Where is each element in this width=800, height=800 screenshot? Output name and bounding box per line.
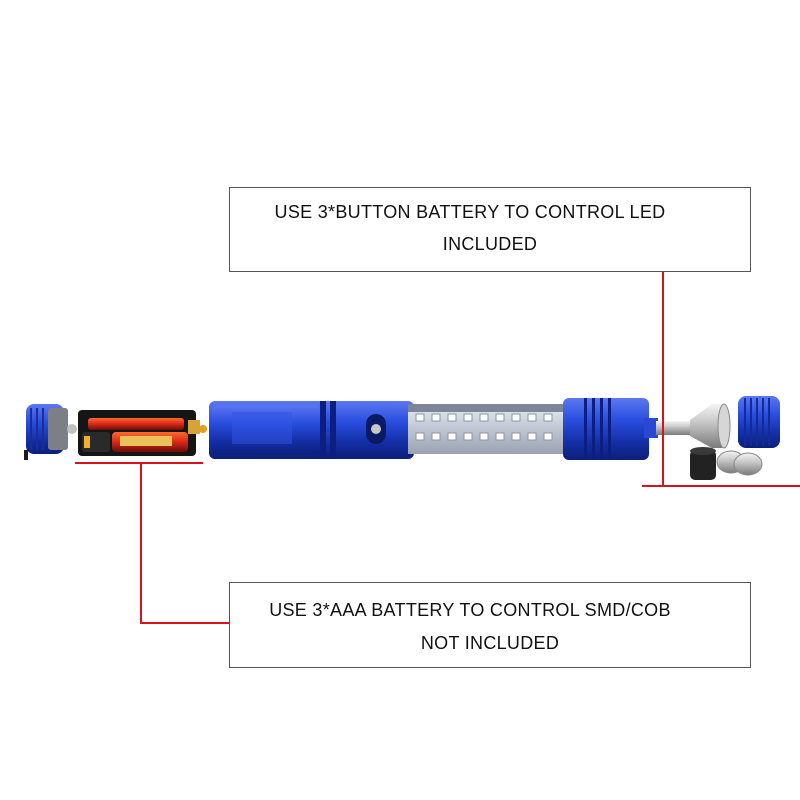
bottom-callout-connector-vertical [140,463,142,624]
button-battery-callout-note: INCLUDED [442,234,538,254]
top-callout-connector-horizontal [642,485,800,487]
button-batteries [690,447,763,480]
led-tube [408,404,568,454]
battery-holder [78,410,207,456]
aaa-battery-callout-note: NOT INCLUDED [420,633,560,653]
button-battery-callout: USE 3*BUTTON BATTERY TO CONTROL LED INCL… [229,187,751,272]
aaa-battery-callout-title: USE 3*AAA BATTERY TO CONTROL SMD/COB [269,600,671,620]
telescopic-head [656,403,731,449]
tail-cap [24,404,77,460]
head-section [563,398,658,460]
bottom-callout-underline [75,462,203,464]
bottom-callout-connector-horizontal [140,622,230,624]
top-callout-connector-vertical [662,272,664,486]
main-handle [209,401,414,459]
front-cap [738,396,780,448]
button-battery-callout-title: USE 3*BUTTON BATTERY TO CONTROL LED [274,202,666,222]
aaa-battery-callout: USE 3*AAA BATTERY TO CONTROL SMD/COB NOT… [229,582,751,668]
